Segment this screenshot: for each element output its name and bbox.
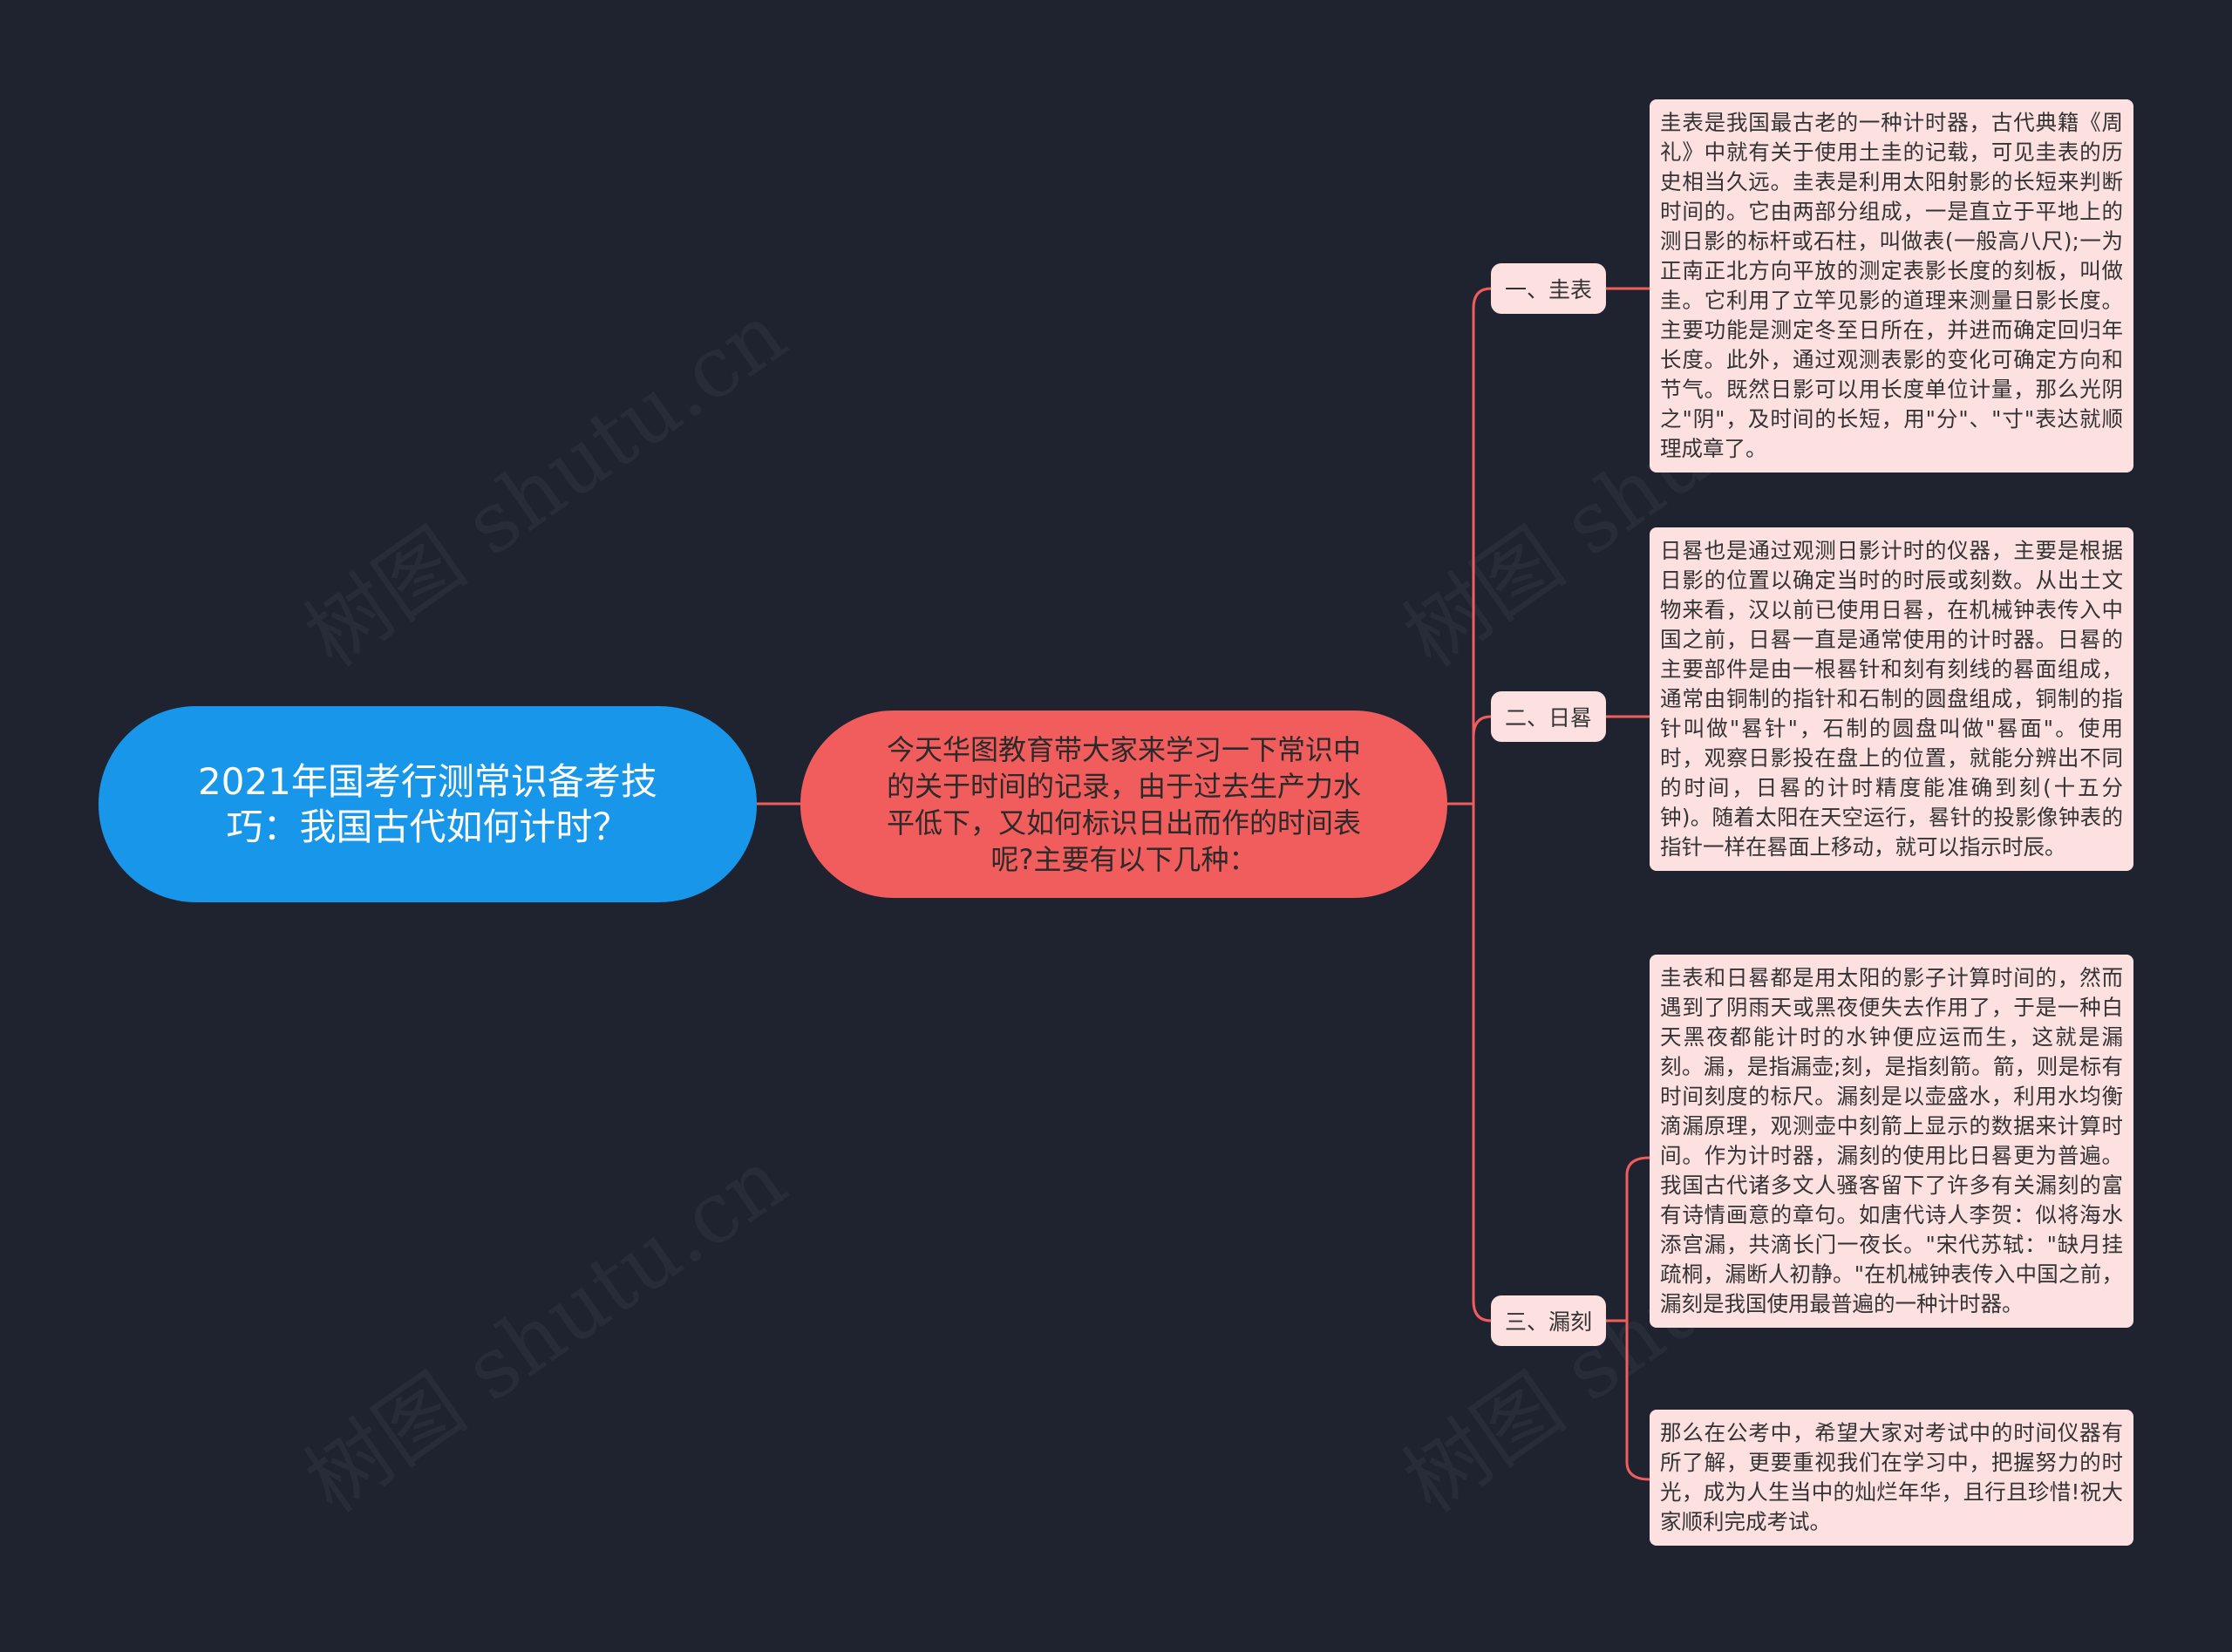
leaf-louke-detail[interactable]: 圭表和日晷都是用太阳的影子计算时间的，然而遇到了阴雨天或黑夜便失去作用了，于是一… — [1650, 955, 2133, 1328]
branch-rigui[interactable]: 二、日晷 — [1491, 691, 1606, 742]
leaf-text: 圭表和日晷都是用太阳的影子计算时间的，然而遇到了阴雨天或黑夜便失去作用了，于是一… — [1660, 965, 2123, 1316]
branch-label: 三、漏刻 — [1504, 1309, 1592, 1335]
connector-intro-branch-3 — [1447, 802, 1492, 1322]
leaf-guibiao-detail[interactable]: 圭表是我国最古老的一种计时器，古代典籍《周礼》中就有关于使用土圭的记载，可见圭表… — [1650, 99, 2133, 472]
connector-branch-3-leaf-2 — [1606, 1319, 1650, 1481]
root-topic[interactable]: 2021年国考行测常识备考技巧：我国古代如何计时？ — [99, 706, 757, 902]
branch-label: 一、圭表 — [1504, 277, 1592, 303]
leaf-rigui-detail[interactable]: 日晷也是通过观测日影计时的仪器，主要是根据日影的位置以确定当时的时辰或刻数。从出… — [1650, 527, 2133, 871]
root-topic-text: 2021年国考行测常识备考技巧：我国古代如何计时？ — [198, 759, 657, 848]
leaf-conclusion[interactable]: 那么在公考中，希望大家对考试中的时间仪器有所了解，更要重视我们在学习中，把握努力… — [1650, 1410, 2133, 1546]
branch-guibiao[interactable]: 一、圭表 — [1491, 263, 1606, 314]
connector-branch-3-leaf-1 — [1606, 1156, 1650, 1322]
intro-topic-text: 今天华图教育带大家来学习一下常识中的关于时间的记录，由于过去生产力水平低下，又如… — [886, 732, 1361, 876]
leaf-text: 那么在公考中，希望大家对考试中的时间仪器有所了解，更要重视我们在学习中，把握努力… — [1660, 1420, 2123, 1534]
branch-louke[interactable]: 三、漏刻 — [1491, 1295, 1606, 1346]
leaf-text: 日晷也是通过观测日影计时的仪器，主要是根据日影的位置以确定当时的时辰或刻数。从出… — [1660, 538, 2123, 860]
connector-intro-branch-2 — [1447, 715, 1492, 806]
leaf-text: 圭表是我国最古老的一种计时器，古代典籍《周礼》中就有关于使用土圭的记载，可见圭表… — [1660, 110, 2123, 461]
connector-intro-branch-1 — [1447, 287, 1492, 806]
branch-label: 二、日晷 — [1504, 705, 1592, 731]
intro-topic[interactable]: 今天华图教育带大家来学习一下常识中的关于时间的记录，由于过去生产力水平低下，又如… — [800, 710, 1447, 898]
